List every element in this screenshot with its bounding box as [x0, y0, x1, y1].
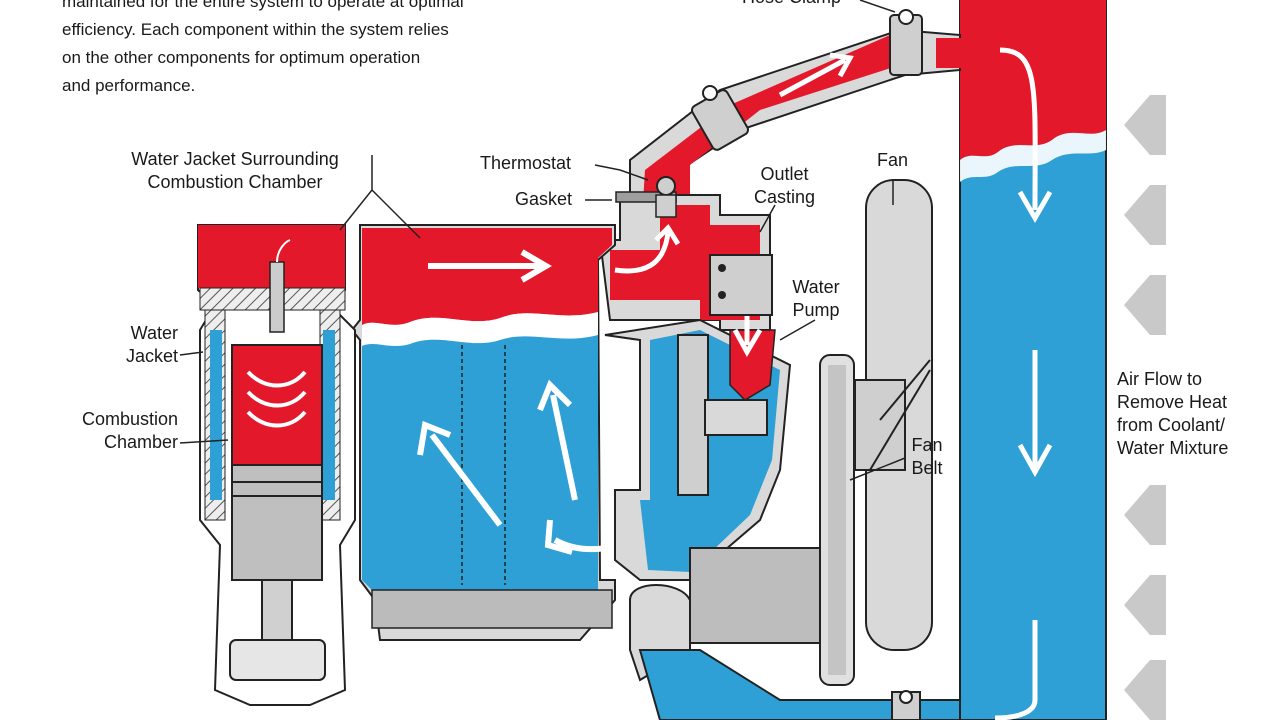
- alternator: [689, 547, 821, 644]
- connecting-rod: [261, 579, 293, 641]
- label-line: Pump: [792, 300, 840, 320]
- engine-block: [350, 224, 682, 641]
- label-line: Water: [130, 323, 178, 343]
- label-fan-belt: Fan Belt: [902, 434, 952, 480]
- intro-paragraph: maintained for the entire system to oper…: [62, 0, 582, 100]
- water-pump-impeller: [677, 334, 709, 496]
- label-line: Air Flow to: [1117, 369, 1203, 389]
- label-water-pump: Water Pump: [785, 276, 847, 322]
- label-line: Combustion: [81, 409, 178, 429]
- radiator-flow-arrow-top: [999, 47, 1038, 211]
- label-water-jacket-surrounding: Water Jacket Surrounding Combustion Cham…: [110, 148, 360, 194]
- label-line: Combustion Chamber: [147, 172, 323, 192]
- label-water-jacket: Water Jacket: [100, 322, 178, 368]
- label-hose-clamp: Hose Clamp: [742, 0, 841, 9]
- piston: [231, 464, 323, 581]
- radiator-flow-arrow-bottom: [994, 620, 1038, 720]
- label-combustion-chamber: Combustion Chamber: [50, 408, 178, 454]
- label-line: Fan: [911, 435, 943, 455]
- lower-radiator-hose: [629, 547, 961, 720]
- label-line: Water: [792, 277, 840, 297]
- label-line: from Coolant/: [1117, 415, 1226, 435]
- fan-assembly: [819, 179, 933, 686]
- intro-line: efficiency. Each component within the sy…: [62, 20, 449, 39]
- label-line: Outlet: [760, 164, 809, 184]
- intro-line: on the other components for optimum oper…: [62, 48, 421, 67]
- label-air-flow: Air Flow to Remove Heat from Coolant/ Wa…: [1117, 368, 1228, 460]
- label-thermostat: Thermostat: [480, 153, 572, 173]
- label-gasket: Gasket: [515, 189, 573, 209]
- spark-plug: [269, 261, 285, 333]
- intro-line: maintained for the entire system to oper…: [62, 0, 464, 11]
- radiator: [959, 0, 1107, 720]
- label-line: Water Jacket Surrounding: [131, 149, 339, 169]
- label-outlet-casting: Outlet Casting: [742, 163, 827, 209]
- label-line: Belt: [911, 458, 943, 478]
- label-fan: Fan: [877, 150, 909, 170]
- leader-lines: [179, 0, 906, 481]
- label-line: Chamber: [103, 432, 178, 452]
- water-pump: [604, 254, 792, 581]
- label-line: Water Mixture: [1117, 438, 1229, 458]
- label-line: Casting: [753, 187, 816, 207]
- label-line: Remove Heat: [1117, 392, 1228, 412]
- cylinder-section: [197, 224, 356, 706]
- thermostat: [656, 176, 676, 196]
- intro-line: and performance.: [62, 76, 196, 95]
- air-flow-arrows: [1124, 95, 1166, 720]
- label-line: Jacket: [125, 346, 178, 366]
